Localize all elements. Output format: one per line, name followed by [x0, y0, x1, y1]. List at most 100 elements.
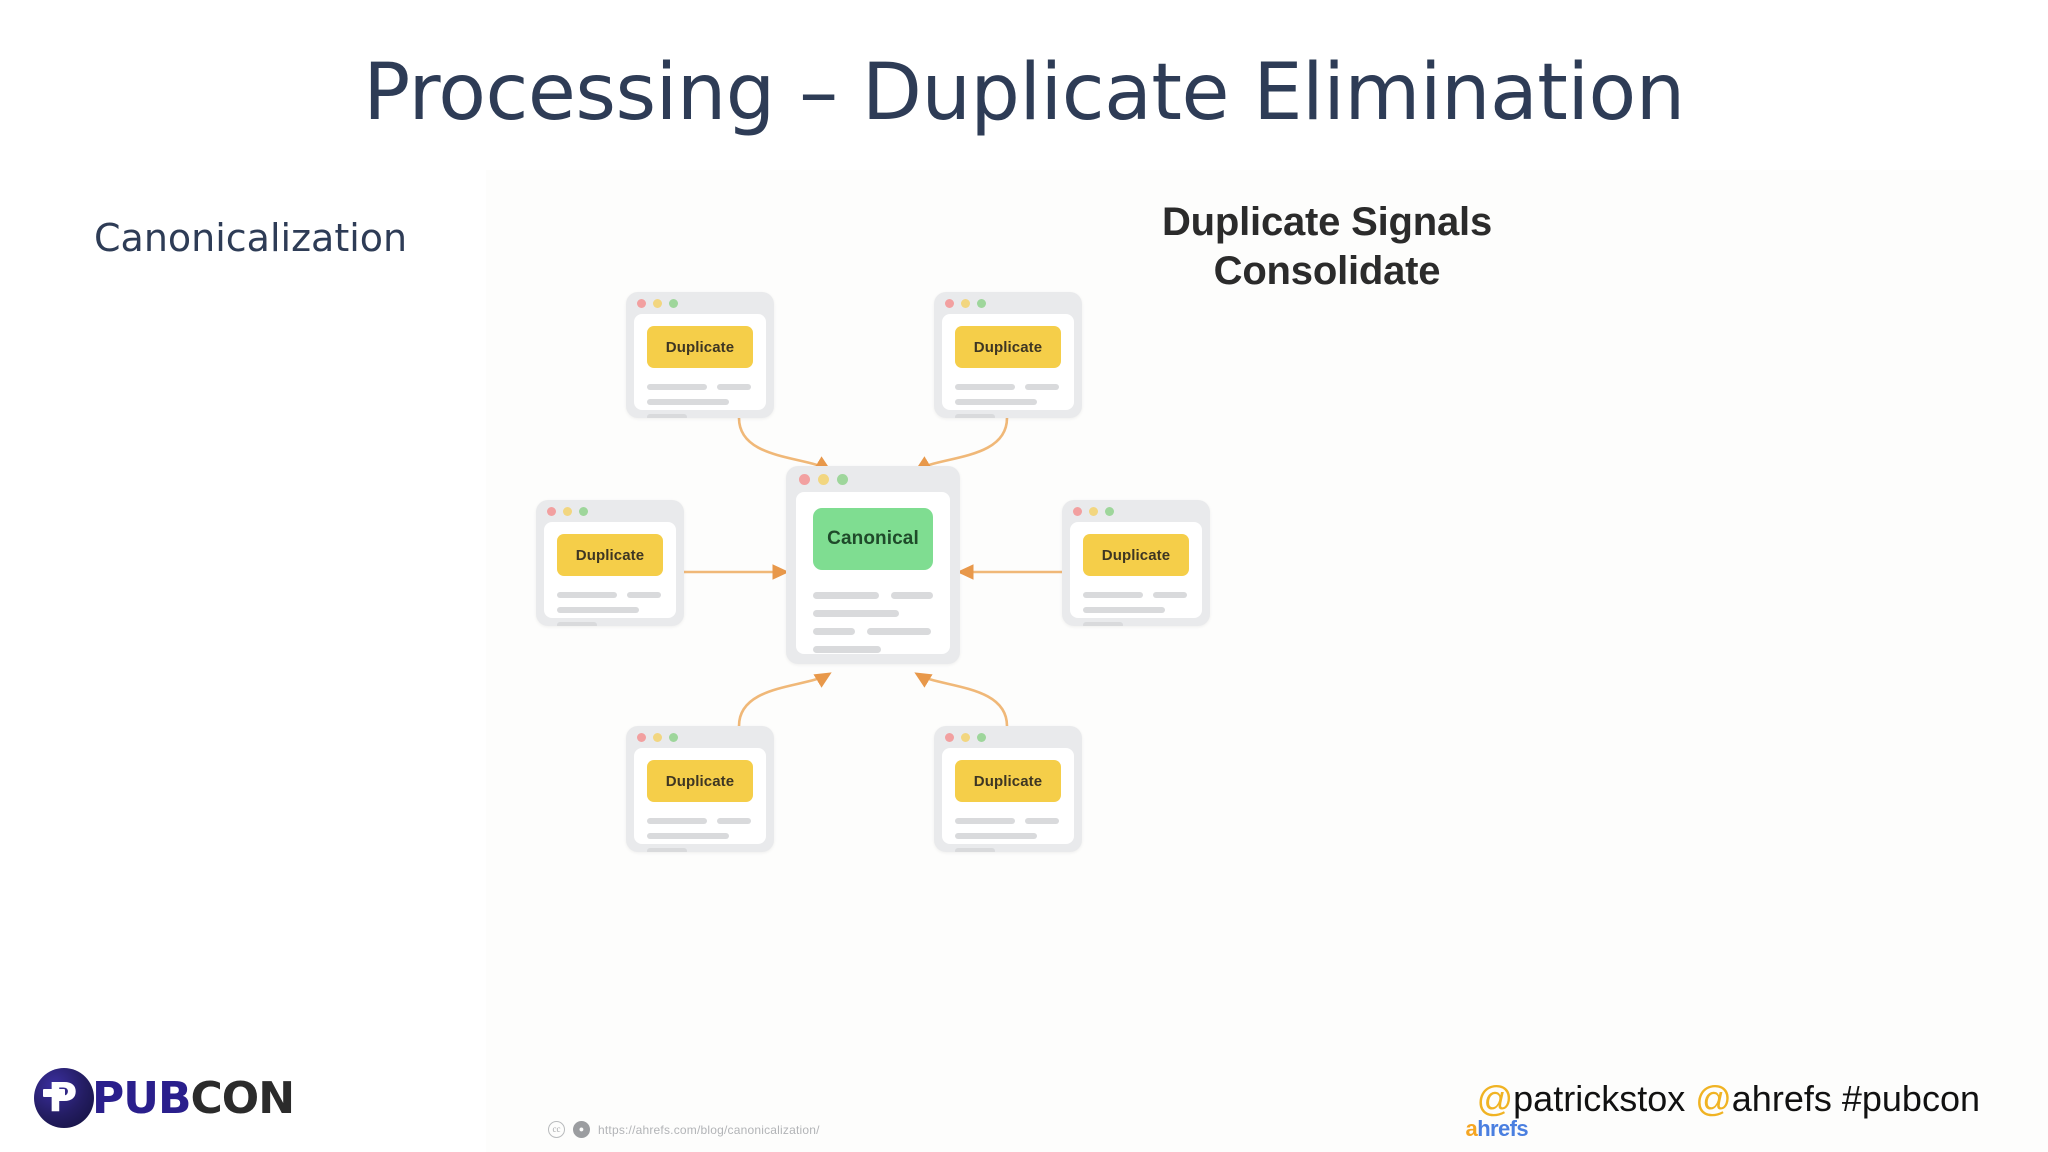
diagram: Duplicate Signals Consolidate: [486, 170, 2048, 1152]
placeholder-row: [955, 818, 1061, 824]
card-body: Duplicate: [1070, 522, 1202, 626]
card-titlebar: [626, 292, 774, 314]
source-url: https://ahrefs.com/blog/canonicalization…: [598, 1122, 820, 1137]
arrow-bottom-right-to-center: [914, 672, 1009, 727]
placeholder-row: [955, 414, 1061, 418]
placeholder-lines: [557, 592, 663, 626]
slide-subtitle: Canonicalization: [94, 216, 408, 260]
placeholder-row: [955, 384, 1061, 390]
placeholder-row: [557, 622, 663, 626]
badge-canonical: Canonical: [813, 508, 933, 570]
pubcon-mark-icon: P: [34, 1068, 94, 1128]
card-titlebar: [536, 500, 684, 522]
card-body: Duplicate: [634, 748, 766, 852]
source-attribution: cc ● https://ahrefs.com/blog/canonicaliz…: [548, 1121, 820, 1138]
pubcon-wordmark-con: CON: [190, 1072, 296, 1124]
close-red-icon: [945, 732, 954, 742]
card-body: Duplicate: [942, 748, 1074, 852]
handle-brand: ahrefs: [1731, 1078, 1832, 1119]
handles-space-1: [1685, 1078, 1695, 1119]
minimize-yellow-icon: [961, 732, 970, 742]
placeholder-lines: [955, 384, 1061, 418]
maximize-green-icon: [669, 732, 678, 742]
placeholder-lines: [1083, 592, 1189, 626]
card-canonical-center[interactable]: Canonical: [786, 466, 960, 664]
maximize-green-icon: [1105, 506, 1114, 516]
placeholder-row: [955, 848, 1061, 852]
card-body: Duplicate: [544, 522, 676, 626]
maximize-green-icon: [837, 473, 848, 485]
diagram-image-panel: Duplicate Signals Consolidate: [486, 170, 2048, 1152]
placeholder-row: [647, 384, 753, 390]
placeholder-row: [647, 848, 753, 852]
diagram-heading-line-2: Consolidate: [1213, 248, 1441, 293]
minimize-yellow-icon: [563, 506, 572, 516]
maximize-green-icon: [977, 298, 986, 308]
pubcon-mark-bar: [43, 1089, 65, 1097]
card-body: Duplicate: [942, 314, 1074, 418]
pubcon-wordmark-pub: PUB: [92, 1072, 192, 1124]
placeholder-row: [557, 607, 663, 613]
placeholder-lines: [647, 818, 753, 852]
card-duplicate-top-right[interactable]: Duplicate: [934, 292, 1082, 418]
placeholder-row: [955, 833, 1061, 839]
maximize-green-icon: [669, 298, 678, 308]
card-body: Duplicate: [634, 314, 766, 418]
placeholder-row: [813, 610, 933, 617]
card-titlebar: [934, 292, 1082, 314]
placeholder-row: [1083, 607, 1189, 613]
card-titlebar: [626, 726, 774, 748]
badge-duplicate: Duplicate: [955, 760, 1061, 802]
card-duplicate-mid-left[interactable]: Duplicate: [536, 500, 684, 626]
close-red-icon: [547, 506, 556, 516]
close-red-icon: [637, 732, 646, 742]
pubcon-wordmark: PUBCON: [92, 1072, 296, 1124]
close-red-icon: [637, 298, 646, 308]
social-handles: @patrickstox @ahrefs #pubcon: [1477, 1078, 1980, 1120]
card-titlebar: [1062, 500, 1210, 522]
pubcon-logo: P PUBCON: [34, 1068, 296, 1128]
placeholder-row: [813, 646, 933, 653]
card-titlebar: [934, 726, 1082, 748]
arrow-top-left-to-center: [737, 417, 832, 472]
card-duplicate-bottom-left[interactable]: Duplicate: [626, 726, 774, 852]
badge-duplicate: Duplicate: [1083, 534, 1189, 576]
placeholder-row: [647, 833, 753, 839]
placeholder-lines: [647, 384, 753, 418]
placeholder-row: [647, 414, 753, 418]
minimize-yellow-icon: [653, 732, 662, 742]
placeholder-row: [1083, 592, 1189, 598]
at-symbol-speaker: @: [1476, 1078, 1514, 1119]
handle-speaker: patrickstox: [1513, 1078, 1686, 1119]
minimize-yellow-icon: [961, 298, 970, 308]
ahrefs-logo-prefix: a: [1465, 1116, 1478, 1141]
maximize-green-icon: [977, 732, 986, 742]
diagram-heading-line-1: Duplicate Signals: [1161, 200, 1493, 244]
close-red-icon: [1073, 506, 1082, 516]
ahrefs-logo: ahrefs: [1465, 1116, 1529, 1142]
at-symbol-brand: @: [1695, 1078, 1732, 1119]
placeholder-row: [1083, 622, 1189, 626]
card-duplicate-top-left[interactable]: Duplicate: [626, 292, 774, 418]
card-titlebar: [786, 466, 960, 492]
page-title: Processing – Duplicate Elimination: [363, 48, 1685, 138]
close-red-icon: [945, 298, 954, 308]
badge-duplicate: Duplicate: [557, 534, 663, 576]
placeholder-lines: [955, 818, 1061, 852]
minimize-yellow-icon: [653, 298, 662, 308]
card-duplicate-mid-right[interactable]: Duplicate: [1062, 500, 1210, 626]
arrow-bottom-left-to-center: [737, 672, 832, 727]
diagram-heading: Duplicate Signals Consolidate: [486, 198, 2048, 296]
placeholder-row: [647, 818, 753, 824]
maximize-green-icon: [579, 506, 588, 516]
card-duplicate-bottom-right[interactable]: Duplicate: [934, 726, 1082, 852]
arrow-top-right-to-center: [914, 417, 1009, 472]
hashtag: #pubcon: [1841, 1078, 1980, 1119]
placeholder-row: [813, 592, 933, 599]
pubcon-logo-glyph: P: [48, 1075, 78, 1121]
attribution-icon: ●: [573, 1121, 590, 1138]
badge-duplicate: Duplicate: [955, 326, 1061, 368]
close-red-icon: [799, 473, 810, 485]
minimize-yellow-icon: [1089, 506, 1098, 516]
